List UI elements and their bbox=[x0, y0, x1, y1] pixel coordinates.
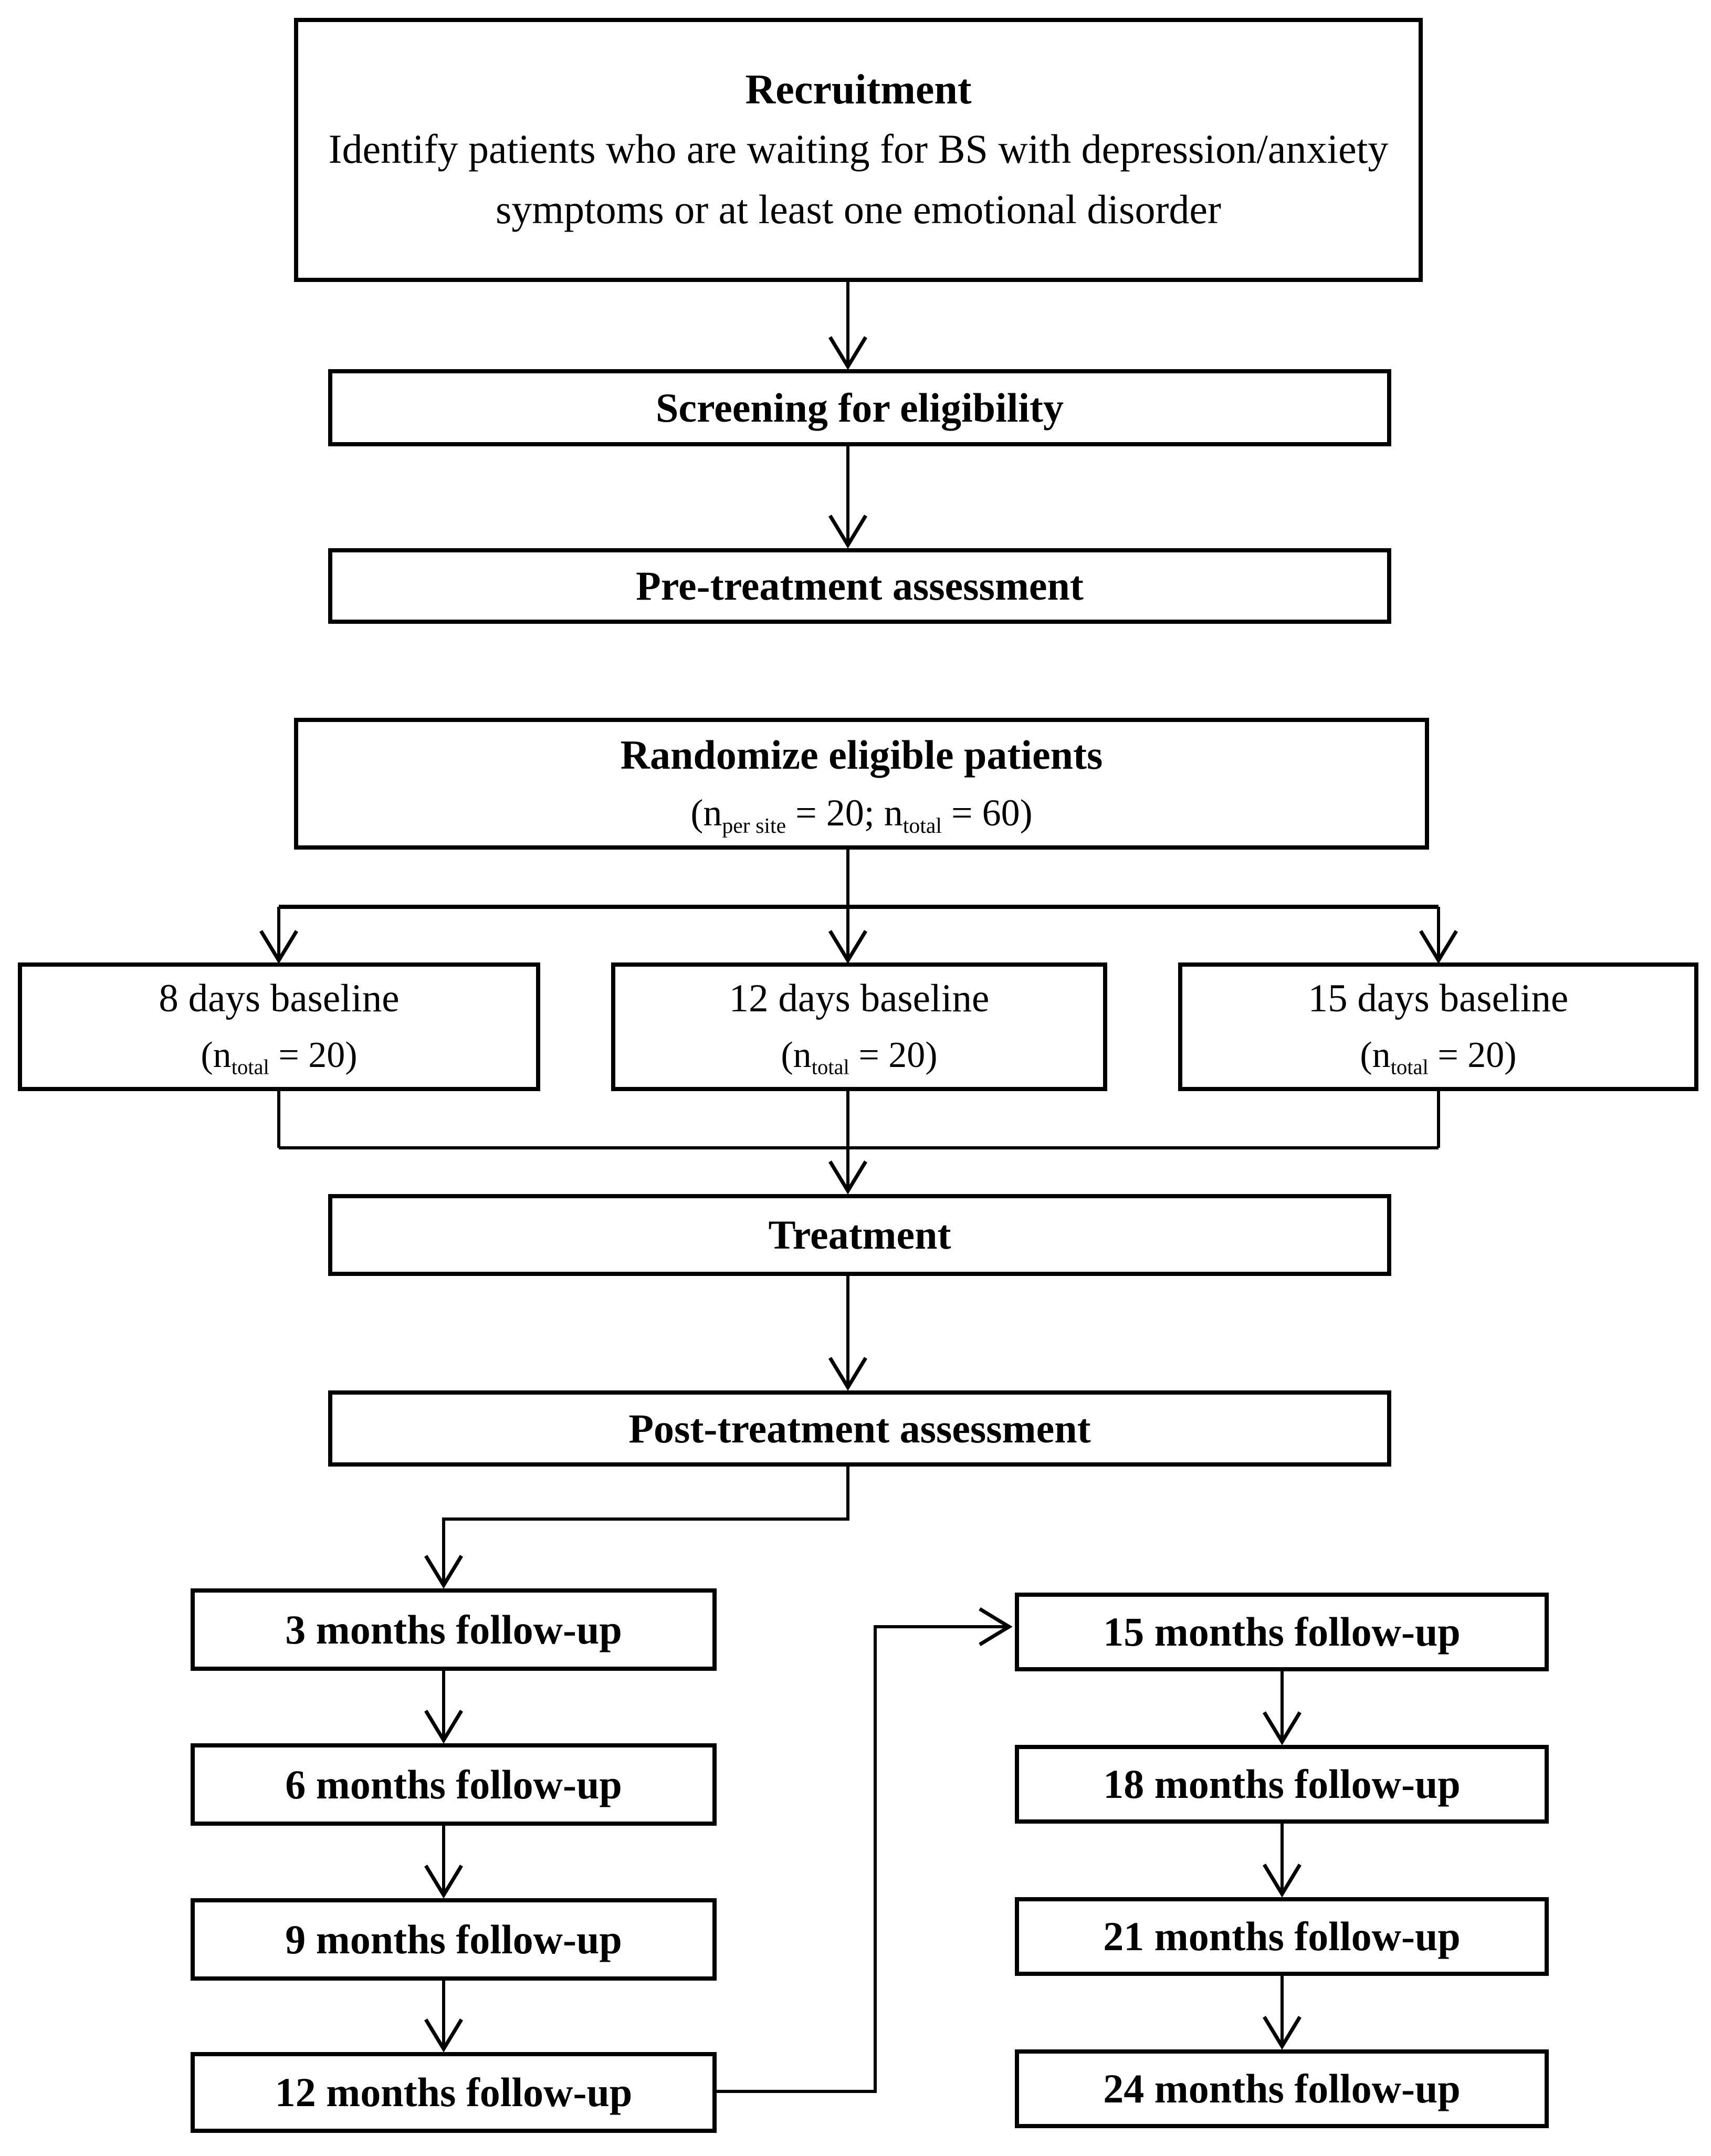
node-followup-21-months: 21 months follow-up bbox=[1015, 1897, 1549, 1976]
connector-15-18-months bbox=[1263, 1671, 1301, 1745]
node-recruitment-body: Identify patients who are waiting for BS… bbox=[328, 125, 1389, 232]
node-baseline-15-days: 15 days baseline (ntotal = 20) bbox=[1178, 962, 1698, 1091]
connector-12-15-months bbox=[717, 1607, 1013, 2093]
stats-open: (n bbox=[690, 791, 722, 834]
loop-line bbox=[717, 1625, 1009, 2093]
connector-3-6-months bbox=[424, 1671, 463, 1744]
followup-label: 9 months follow-up bbox=[285, 1916, 622, 1962]
node-baseline-title: 15 days baseline bbox=[1308, 976, 1569, 1020]
followup-label: 12 months follow-up bbox=[275, 2069, 633, 2116]
arrowhead-down-icon bbox=[424, 1555, 463, 1589]
stats-close: = 60) bbox=[941, 791, 1033, 834]
stats-close: = 20) bbox=[849, 1034, 938, 1075]
node-baseline-title: 12 days baseline bbox=[729, 976, 990, 1020]
node-followup-18-months: 18 months follow-up bbox=[1015, 1745, 1549, 1824]
node-pretreatment: Pre-treatment assessment bbox=[328, 548, 1391, 624]
node-pretreatment-label: Pre-treatment assessment bbox=[636, 563, 1084, 609]
node-treatment-label: Treatment bbox=[768, 1212, 951, 1258]
connector-9-12-months bbox=[424, 1981, 463, 2053]
connector-posttreatment-3months bbox=[424, 1467, 849, 1589]
arrowhead-down-icon bbox=[424, 1865, 463, 1899]
node-randomize: Randomize eligible patients (nper site =… bbox=[294, 718, 1429, 850]
node-recruitment: Recruitment Identify patients who are wa… bbox=[294, 18, 1423, 282]
connector-treatment-posttreatment bbox=[828, 1276, 867, 1391]
arrowhead-down-icon bbox=[424, 1710, 463, 1744]
arrowhead-right-icon bbox=[979, 1607, 1013, 1646]
connector-baselines-merge-treatment bbox=[277, 1091, 1440, 1195]
node-followup-6-months: 6 months follow-up bbox=[191, 1743, 717, 1826]
connector-screening-pretreatment bbox=[828, 446, 867, 549]
elbow-line bbox=[442, 1467, 849, 1585]
followup-label: 21 months follow-up bbox=[1103, 1913, 1461, 1960]
node-posttreatment: Post-treatment assessment bbox=[328, 1390, 1391, 1467]
followup-label: 18 months follow-up bbox=[1103, 1761, 1461, 1807]
arrowhead-down-icon bbox=[828, 930, 867, 964]
stats-close: = 20) bbox=[1428, 1034, 1517, 1075]
stats-open: (n bbox=[1360, 1034, 1391, 1075]
node-followup-24-months: 24 months follow-up bbox=[1015, 2049, 1549, 2128]
stats-subscript: total bbox=[811, 1055, 849, 1079]
node-randomize-title: Randomize eligible patients bbox=[620, 731, 1103, 778]
arrowhead-down-icon bbox=[1263, 2016, 1301, 2050]
connector-18-21-months bbox=[1263, 1824, 1301, 1898]
node-recruitment-title: Recruitment bbox=[745, 66, 972, 113]
node-baseline-title: 8 days baseline bbox=[159, 976, 400, 1020]
connector-21-24-months bbox=[1263, 1976, 1301, 2050]
followup-label: 24 months follow-up bbox=[1103, 2066, 1461, 2112]
node-followup-12-months: 12 months follow-up bbox=[191, 2052, 717, 2133]
arrowhead-down-icon bbox=[424, 2018, 463, 2053]
followup-label: 3 months follow-up bbox=[285, 1606, 622, 1652]
stats-open: (n bbox=[781, 1034, 812, 1075]
node-followup-15-months: 15 months follow-up bbox=[1015, 1593, 1549, 1671]
node-screening: Screening for eligibility bbox=[328, 369, 1391, 446]
stats-subscript: per site bbox=[722, 813, 786, 838]
arrowhead-down-icon bbox=[1419, 930, 1458, 964]
connector-randomize-branch bbox=[259, 850, 1458, 964]
node-baseline-8-days: 8 days baseline (ntotal = 20) bbox=[18, 962, 540, 1091]
stats-subscript: total bbox=[1390, 1055, 1429, 1079]
stats-mid: = 20; n bbox=[786, 791, 903, 834]
node-baseline-stats: (ntotal = 20) bbox=[201, 1028, 357, 1083]
arrowhead-down-icon bbox=[828, 1160, 867, 1195]
connector-recruitment-screening bbox=[828, 282, 867, 370]
arrowhead-down-icon bbox=[828, 1357, 867, 1391]
node-treatment: Treatment bbox=[328, 1194, 1391, 1276]
node-followup-9-months: 9 months follow-up bbox=[191, 1898, 717, 1981]
stats-open: (n bbox=[201, 1034, 232, 1075]
stats-subscript: total bbox=[902, 813, 942, 838]
node-baseline-12-days: 12 days baseline (ntotal = 20) bbox=[611, 962, 1107, 1091]
node-baseline-stats: (ntotal = 20) bbox=[781, 1028, 937, 1083]
node-baseline-stats: (ntotal = 20) bbox=[1360, 1028, 1516, 1083]
node-posttreatment-label: Post-treatment assessment bbox=[628, 1405, 1091, 1451]
node-randomize-stats: (nper site = 20; ntotal = 60) bbox=[690, 784, 1032, 842]
followup-label: 15 months follow-up bbox=[1103, 1609, 1461, 1655]
arrowhead-down-icon bbox=[1263, 1711, 1301, 1745]
stats-close: = 20) bbox=[269, 1034, 358, 1075]
node-followup-3-months: 3 months follow-up bbox=[191, 1588, 717, 1671]
node-screening-label: Screening for eligibility bbox=[655, 384, 1064, 431]
arrowhead-down-icon bbox=[259, 930, 298, 964]
stats-subscript: total bbox=[231, 1055, 269, 1079]
followup-label: 6 months follow-up bbox=[285, 1761, 622, 1807]
arrowhead-down-icon bbox=[1263, 1864, 1301, 1898]
connector-6-9-months bbox=[424, 1826, 463, 1899]
arrowhead-down-icon bbox=[828, 515, 867, 549]
arrowhead-down-icon bbox=[828, 336, 867, 370]
